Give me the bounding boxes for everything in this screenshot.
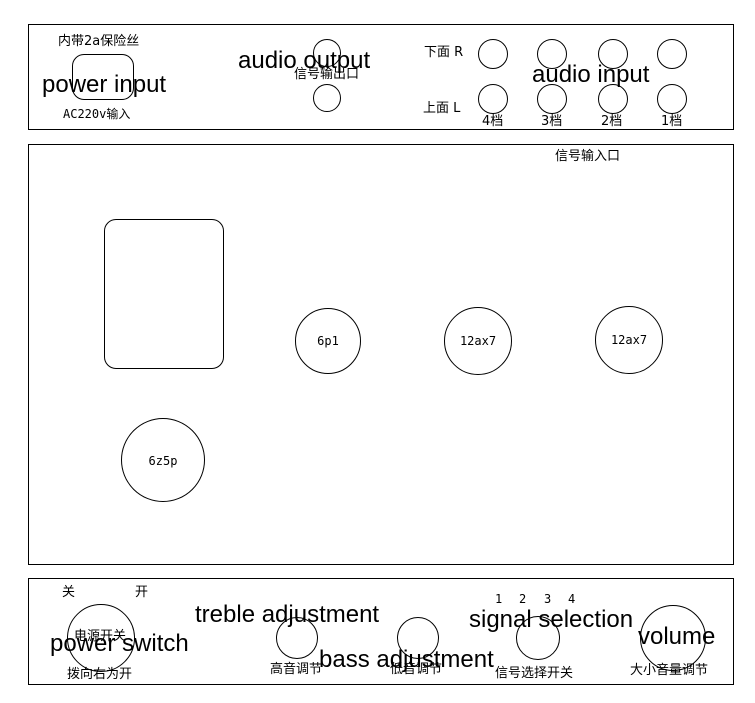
bass-label: bass adjustment [319,646,494,673]
channel-label-1: 1档 [661,114,683,129]
audio-input-jack-l-4 [478,84,508,114]
channel-label-3: 3档 [541,114,563,129]
off-label: 关 [62,585,76,600]
power-switch-cn: 电源开关 [74,629,127,644]
fuse-note: 内带2a保险丝 [58,34,140,49]
power-switch [67,604,135,672]
front-panel [28,578,734,685]
audio-input-jack-r-2 [598,39,628,69]
audio-input-jack-r-1 [657,39,687,69]
tube-label-12ax7-2: 12ax7 [610,333,648,347]
treble-label: treble adjustment [195,601,380,628]
tube-socket-12ax7-2 [595,306,663,374]
row-top-label: 上面 L [423,101,461,116]
audio-input-jack-r-4 [478,39,508,69]
transformer [104,219,224,369]
channel-label-2: 2档 [601,114,623,129]
audio-input-jack-r-3 [537,39,567,69]
audio-output-jack-top [313,39,341,67]
treble-cn: 高音调节 [270,662,323,677]
audio-input-jack-l-2 [598,84,628,114]
tube-label-12ax7-1: 12ax7 [459,334,497,348]
power-input-socket [72,54,134,100]
treble-knob [276,617,318,659]
signal-selector-knob [516,616,560,660]
selector-position-1: 1 [495,592,503,606]
selector-position-4: 4 [568,592,576,606]
tube-label-6p1: 6p1 [317,334,339,348]
on-label: 开 [135,585,149,600]
signal-output-label: 信号输出口 [294,67,360,82]
volume-cn: 大小音量调节 [630,663,709,678]
signal-selection-label: signal selection [469,606,634,633]
row-bottom-label: 下面 R [424,45,464,60]
audio-output-jack-bottom [313,84,341,112]
power-switch-note: 拨向右为开 [67,667,133,682]
ac-input-label: AC220v输入 [63,107,131,121]
channel-label-4: 4档 [482,114,504,129]
power-switch-label: power switch [50,630,189,657]
audio-input-jack-l-3 [537,84,567,114]
power-input-label: power input [42,71,167,98]
bass-cn: 低音调节 [390,662,443,677]
selector-position-3: 3 [544,592,552,606]
selector-position-2: 2 [519,592,527,606]
audio-output-label: audio output [238,47,371,74]
tube-label-6z5p: 6z5p [148,454,178,468]
tube-socket-6p1 [295,308,361,374]
tube-socket-6z5p [121,418,205,502]
bass-knob [397,617,439,659]
volume-label: volume [638,623,716,650]
volume-knob [640,605,706,671]
signal-input-label: 信号输入口 [555,149,621,164]
audio-input-jack-l-1 [657,84,687,114]
tube-socket-12ax7-1 [444,307,512,375]
audio-input-label: audio input [532,61,650,88]
selector-cn: 信号选择开关 [495,666,574,681]
